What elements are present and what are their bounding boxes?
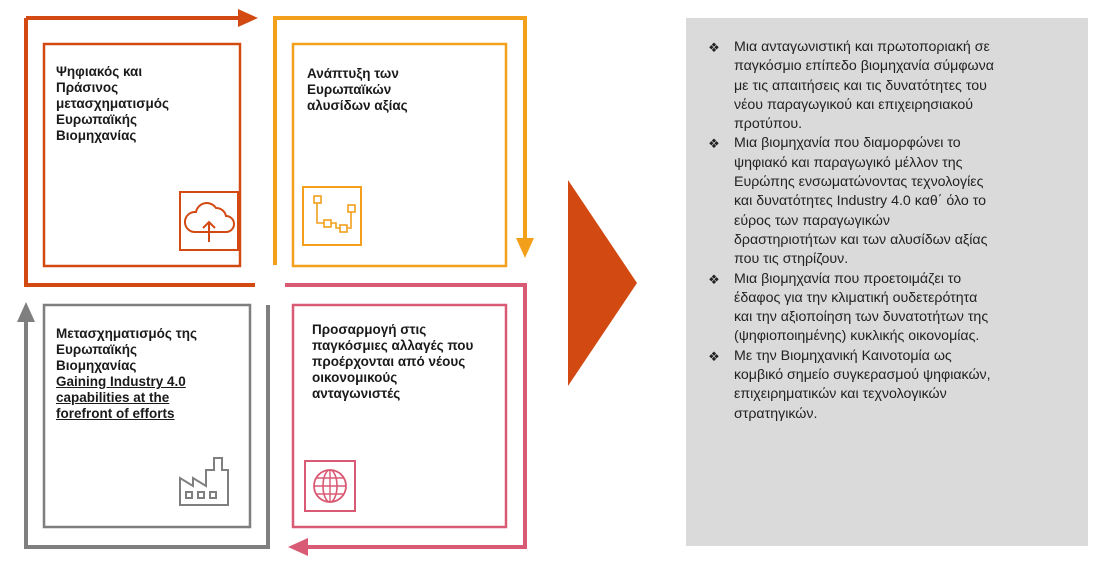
goal-item: ❖ Μια βιομηχανία που προετοιμάζει το έδα…	[702, 270, 1082, 347]
goal-line: επιχειρηματικών και τεχνολογικών	[734, 386, 947, 403]
card-line: μετασχηματισμός	[56, 96, 169, 111]
card-line: αλυσίδων αξίας	[307, 98, 408, 113]
card-line: οικονομικούς	[312, 370, 398, 385]
card-line: παγκόσμιες αλλαγές που	[312, 338, 474, 353]
card-frame-bottom-left	[24, 305, 270, 549]
diamond-bullet-icon: ❖	[708, 136, 720, 152]
card-line: Μετασχηματισμός της	[56, 326, 197, 341]
goal-item: ❖ Με την Βιομηχανική Καινοτομία ως κομβι…	[702, 347, 1082, 424]
goal-item: ❖ Μια ανταγωνιστική και πρωτοποριακή σε …	[702, 38, 1082, 134]
diamond-bullet-icon: ❖	[708, 40, 720, 55]
card-inner-bottom-left	[42, 303, 252, 529]
card-line: Βιομηχανίας	[56, 358, 137, 373]
diamond-bullet-icon: ❖	[708, 348, 720, 364]
goals-list: ❖ Μια ανταγωνιστική και πρωτοποριακή σε …	[702, 38, 1082, 424]
goals-panel: ❖ Μια ανταγωνιστική και πρωτοποριακή σε …	[686, 18, 1088, 546]
goal-line: στρατηγικών.	[734, 405, 818, 422]
card-line: Ευρωπαϊκής	[56, 342, 138, 357]
card-line: Πράσινος	[56, 80, 119, 95]
goal-line: Μια βιομηχανία που προετοιμάζει το	[734, 270, 962, 287]
arrow-right-top-icon	[238, 9, 258, 27]
goal-line: Μια βιομηχανία που διαμορφώνει το	[734, 135, 961, 152]
goal-line: (ψηφιοποιημένης) κυκλικής οικονομίας.	[734, 328, 980, 345]
card-line: Ευρωπαϊκής	[56, 112, 138, 127]
goal-line: κομβικό σημείο συγκερασμού ψηφιακών,	[734, 367, 991, 384]
card-line: ανταγωνιστές	[312, 386, 401, 401]
goal-item: ❖ Μια βιομηχανία που διαμορφώνει το ψηφι…	[702, 134, 1082, 269]
goal-line: με τις απαιτήσεις και τις δυνατότητες το…	[734, 77, 987, 94]
goal-line: εύρος των παραγωγικών	[734, 212, 890, 229]
card-line: Ψηφιακός και	[56, 64, 143, 79]
goal-line: δραστηριοτήτων και των αλυσίδων αξίας	[734, 231, 988, 248]
card-underlined-line: forefront of efforts	[56, 406, 175, 421]
card-line: Ευρωπαϊκών	[307, 82, 392, 97]
card-underlined-line: capabilities at the	[56, 390, 170, 405]
goal-line: και δυνατότητες Industry 4.0 καθ΄ όλο το	[734, 193, 987, 210]
card-frame-top-left	[24, 16, 255, 287]
card-title-bottom-left: Μετασχηματισμός της Ευρωπαϊκής Βιομηχανί…	[56, 326, 246, 422]
goal-line: Μια ανταγωνιστική και πρωτοποριακή σε	[734, 39, 990, 55]
value-chain-flow-icon	[302, 186, 362, 246]
card-inner-top-left	[42, 42, 242, 268]
globe-icon	[304, 460, 356, 512]
factory-icon	[179, 457, 229, 506]
diamond-bullet-icon: ❖	[708, 271, 720, 287]
diagram-graphics	[17, 9, 637, 556]
goal-line: Ευρώπης ενσωματώνοντας τεχνολογίες	[734, 174, 984, 191]
goal-line: παγκόσμιο επίπεδο βιομηχανία σύμφωνα	[734, 58, 994, 75]
card-line: Βιομηχανίας	[56, 128, 137, 143]
arrow-left-bottom-icon	[288, 538, 308, 556]
goal-line: ψηφιακό και παραγωγικό μέλλον της	[734, 154, 963, 171]
card-frame-top-right	[273, 16, 527, 265]
arrow-down-right-icon	[516, 238, 534, 258]
card-title-bottom-right: Προσαρμογή στις παγκόσμιες αλλαγές που π…	[312, 322, 508, 402]
arrow-up-left-icon	[17, 302, 35, 322]
card-underlined-line: Gaining Industry 4.0	[56, 374, 186, 389]
card-frame-bottom-right	[285, 283, 527, 549]
transformation-diagram: Ψηφιακός και Πράσινος μετασχηματισμός Ευ…	[17, 9, 637, 556]
card-line: Ανάπτυξη των	[307, 66, 399, 81]
card-inner-top-right	[291, 42, 508, 268]
card-title-top-right: Ανάπτυξη των Ευρωπαϊκών αλυσίδων αξίας	[307, 66, 497, 114]
cloud-upload-icon	[179, 191, 239, 251]
goal-line: και την αξιοποίηση των δυνατοτήτων της	[734, 309, 989, 326]
card-title-top-left: Ψηφιακός και Πράσινος μετασχηματισμός Ευ…	[56, 64, 236, 144]
goal-line: Με την Βιομηχανική Καινοτομία ως	[734, 347, 952, 364]
goal-line: προτύπου.	[734, 116, 803, 133]
goal-line: που τις στηρίζουν.	[734, 251, 849, 268]
card-line: Προσαρμογή στις	[312, 322, 427, 337]
card-inner-bottom-right	[291, 303, 508, 529]
goal-line: έδαφος για την κλιματική ουδετερότητα	[734, 289, 978, 306]
goal-line: νέου παραγωγικού και επιχειρησιακού	[734, 96, 974, 113]
big-right-arrow-icon	[568, 180, 637, 386]
card-line: προέρχονται από νέους	[312, 354, 466, 369]
